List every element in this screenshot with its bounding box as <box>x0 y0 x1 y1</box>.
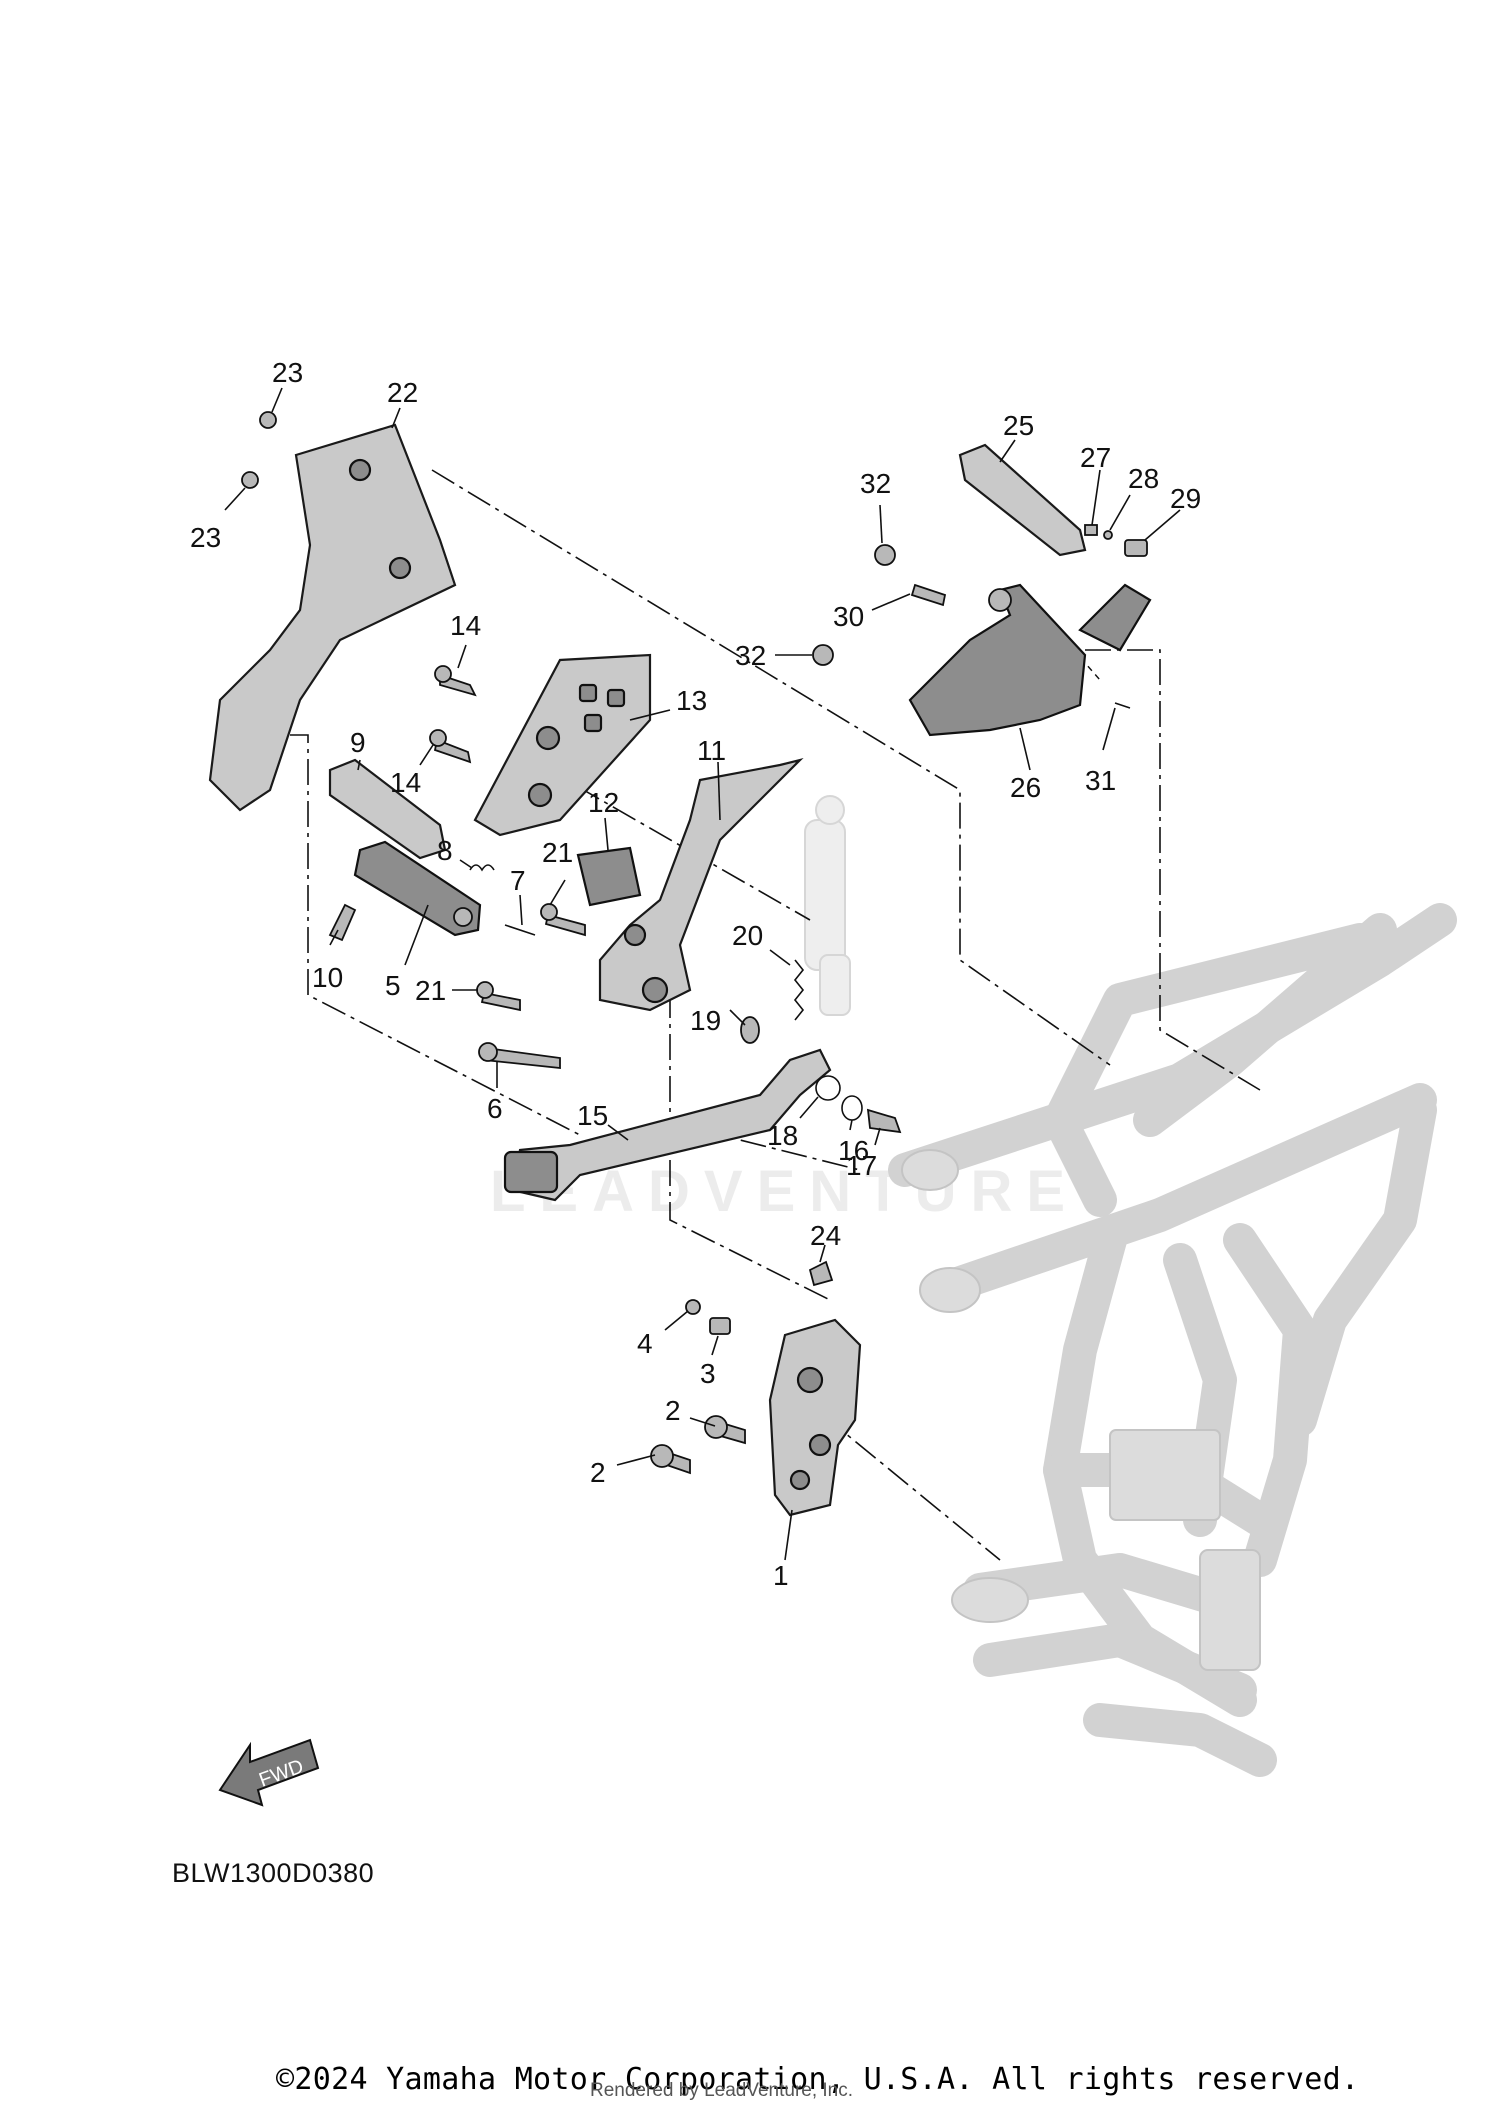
master-cylinder-bracket <box>768 1318 862 1517</box>
callout-14b: 14 <box>390 767 421 798</box>
callouts: 1 2 2 3 4 5 6 7 8 9 10 11 12 <box>190 357 1201 1591</box>
diagram-code: BLW1300D0380 <box>172 1858 375 1888</box>
frame-illustration <box>888 903 1457 1777</box>
callout-2a: 2 <box>665 1395 681 1426</box>
callout-12: 12 <box>588 787 619 818</box>
callout-21b: 21 <box>415 975 446 1006</box>
rendered-by-notice: Rendered by LeadVenture, Inc. <box>590 2080 854 2101</box>
callout-21a: 21 <box>542 837 573 868</box>
callout-9: 9 <box>350 727 366 758</box>
callout-15: 15 <box>577 1100 608 1131</box>
callout-31: 31 <box>1085 765 1116 796</box>
callout-28: 28 <box>1128 463 1159 494</box>
fasteners <box>241 411 1148 1475</box>
callout-4: 4 <box>637 1328 653 1359</box>
callout-14a: 14 <box>450 610 481 641</box>
reference-lines <box>290 464 1261 1561</box>
callout-23a: 23 <box>272 357 303 388</box>
callout-29: 29 <box>1170 483 1201 514</box>
callout-10: 10 <box>312 962 343 993</box>
callout-22: 22 <box>387 377 418 408</box>
heel-plate <box>473 653 652 837</box>
frame-tube-end <box>951 1577 1029 1623</box>
callout-19: 19 <box>690 1005 721 1036</box>
callout-27: 27 <box>1080 442 1111 473</box>
callout-7: 7 <box>510 865 526 896</box>
callout-2b: 2 <box>590 1457 606 1488</box>
cover-plate <box>576 846 642 907</box>
callout-23b: 23 <box>190 522 221 553</box>
passenger-footrest-assembly <box>908 443 1152 737</box>
heel-guard-bracket <box>208 423 457 812</box>
frame-tube-end <box>919 1267 981 1313</box>
callout-32a: 32 <box>860 468 891 499</box>
callout-5: 5 <box>385 970 401 1001</box>
frame-mount-block <box>1109 1429 1221 1521</box>
callout-17: 17 <box>846 1150 877 1181</box>
callout-8: 8 <box>437 835 453 866</box>
callout-16: 16 <box>838 1135 869 1166</box>
callout-13: 13 <box>676 685 707 716</box>
callout-11: 11 <box>697 735 726 766</box>
callout-24: 24 <box>810 1220 841 1251</box>
fwd-arrow-icon: FWD <box>218 1738 320 1807</box>
frame-side-block <box>1199 1549 1261 1671</box>
pedal-arm <box>503 1048 832 1202</box>
rider-footrest <box>328 758 482 937</box>
callout-32b: 32 <box>735 640 766 671</box>
copyright-notice: ©2024 Yamaha Motor Corporation, U.S.A. A… <box>276 2062 1360 2097</box>
callout-1: 1 <box>773 1560 789 1591</box>
callout-18: 18 <box>767 1120 798 1151</box>
footrest-bracket <box>598 757 804 1012</box>
master-cylinder-ghost <box>804 795 851 1016</box>
callout-30: 30 <box>833 601 864 632</box>
callout-6: 6 <box>487 1093 503 1124</box>
callout-20: 20 <box>732 920 763 951</box>
callout-25: 25 <box>1003 410 1034 441</box>
callout-26: 26 <box>1010 772 1041 803</box>
callout-3: 3 <box>700 1358 716 1389</box>
frame-tube-end <box>901 1149 959 1191</box>
